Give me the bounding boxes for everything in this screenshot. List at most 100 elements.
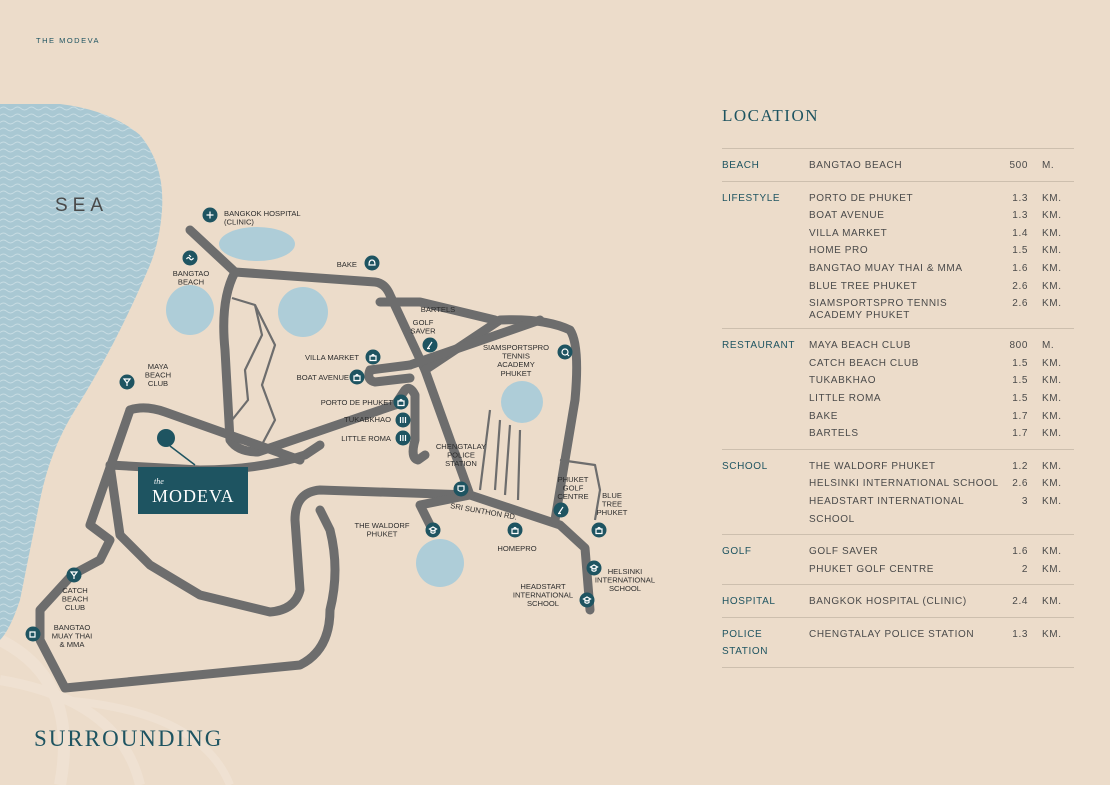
category-label bbox=[722, 295, 809, 322]
decorative-waves bbox=[0, 634, 234, 785]
helsinki-label: INTERNATIONAL bbox=[595, 576, 655, 585]
waldorf-icon bbox=[425, 522, 441, 538]
place-villa-market: VILLA MARKET bbox=[305, 349, 381, 365]
category-label: POLICE STATION bbox=[722, 628, 769, 658]
ponds bbox=[166, 227, 543, 587]
category-label: GOLF bbox=[722, 546, 752, 558]
place-little-roma: LITTLE ROMA bbox=[341, 430, 411, 446]
distance-value: 1.5 bbox=[1012, 375, 1028, 387]
distance-unit: KM. bbox=[1042, 375, 1062, 387]
place-name: HEADSTART INTERNATIONAL SCHOOL bbox=[809, 495, 964, 525]
distance-value: 1.4 bbox=[1012, 227, 1028, 239]
place-name: GOLF SAVER bbox=[809, 546, 879, 558]
distance-value: 1.6 bbox=[1012, 262, 1028, 274]
blue-tree-label: PHUKET bbox=[597, 508, 628, 517]
place-name: TUKABKHAO bbox=[809, 375, 877, 387]
catch-beach-club-label: CATCH bbox=[62, 586, 88, 595]
place-homepro: HOMEPRO bbox=[497, 522, 537, 553]
bartels-label: BARTELS bbox=[421, 305, 455, 314]
distance-unit: KM. bbox=[1042, 210, 1062, 222]
distance-value: 1.3 bbox=[1012, 192, 1028, 204]
phuket-golf-centre-icon bbox=[553, 502, 569, 518]
sea-label: SEA bbox=[55, 195, 108, 216]
homepro-label: HOMEPRO bbox=[497, 544, 536, 553]
logo-script: the bbox=[154, 477, 164, 486]
place-markers: BANGKOK HOSPITAL(CLINIC)BANGTAOBEACHBAKE… bbox=[25, 207, 655, 649]
bake-icon bbox=[364, 255, 380, 271]
siamsportspro-label: TENNIS bbox=[502, 352, 530, 361]
place-name: CHENGTALAY POLICE STATION bbox=[809, 628, 975, 640]
category-label bbox=[722, 225, 809, 243]
distance-unit: KM. bbox=[1042, 298, 1062, 310]
place-bangkok-hospital: BANGKOK HOSPITAL(CLINIC) bbox=[202, 207, 301, 227]
distance-unit: KM. bbox=[1042, 495, 1062, 507]
chengtalay-police-label: POLICE bbox=[447, 451, 475, 460]
distance-value: 1.5 bbox=[1012, 357, 1028, 369]
place-porto-de-phuket: PORTO DE PHUKET bbox=[321, 394, 409, 410]
bangkok-hospital-icon bbox=[202, 207, 218, 223]
distance-unit: KM. bbox=[1042, 410, 1062, 422]
tukabkhao-label: TUKABKHAO bbox=[344, 415, 391, 424]
distance-value: 2.6 bbox=[1012, 298, 1028, 310]
maya-beach-club-icon bbox=[119, 374, 135, 390]
place-name: BANGKOK HOSPITAL (CLINIC) bbox=[809, 596, 967, 608]
distance-value: 1.7 bbox=[1012, 410, 1028, 422]
distance-value: 1.3 bbox=[1012, 210, 1028, 222]
distance-value: 2 bbox=[1021, 563, 1028, 575]
headstart-icon bbox=[579, 592, 595, 608]
distance-value: 1.5 bbox=[1012, 245, 1028, 257]
distance-value: 1.3 bbox=[1012, 628, 1028, 640]
category-label: RESTAURANT bbox=[722, 340, 796, 352]
distance-unit: KM. bbox=[1042, 245, 1062, 257]
distance-unit: M. bbox=[1042, 340, 1055, 352]
distance-value: 2.4 bbox=[1012, 596, 1028, 608]
distance-unit: M. bbox=[1042, 160, 1055, 171]
bangkok-hospital-label: BANGKOK HOSPITAL bbox=[224, 209, 301, 218]
sea-area bbox=[0, 104, 163, 640]
place-name: BARTELS bbox=[809, 428, 859, 440]
golf-saver-label: GOLF bbox=[413, 318, 434, 327]
place-name: VILLA MARKET bbox=[809, 227, 888, 239]
category-label bbox=[722, 242, 809, 260]
catch-beach-club-icon bbox=[66, 567, 82, 583]
bangtao-beach-label: BANGTAO bbox=[173, 269, 210, 278]
chengtalay-police-label: CHENGTALAY bbox=[436, 442, 486, 451]
blue-tree-label: TREE bbox=[602, 500, 622, 509]
place-name: BAKE bbox=[809, 410, 839, 422]
brand-header: THE MODEVA bbox=[36, 36, 101, 45]
place-name: PORTO DE PHUKET bbox=[809, 192, 914, 204]
boat-avenue-icon bbox=[349, 369, 365, 385]
category-label bbox=[722, 408, 809, 426]
bangtao-muay-thai-label: BANGTAO bbox=[54, 623, 91, 632]
place-name: HELSINKI INTERNATIONAL SCHOOL bbox=[809, 478, 999, 490]
category-label bbox=[722, 475, 809, 493]
place-name: MAYA BEACH CLUB bbox=[809, 340, 911, 352]
bangtao-beach-label: BEACH bbox=[178, 278, 204, 287]
category-label bbox=[722, 355, 809, 373]
category-label bbox=[722, 278, 809, 296]
golf-saver-icon bbox=[422, 337, 438, 353]
waldorf-label: PHUKET bbox=[367, 530, 398, 539]
distance-unit: KM. bbox=[1042, 227, 1062, 239]
bangtao-muay-thai-label: MUAY THAI bbox=[52, 632, 93, 641]
